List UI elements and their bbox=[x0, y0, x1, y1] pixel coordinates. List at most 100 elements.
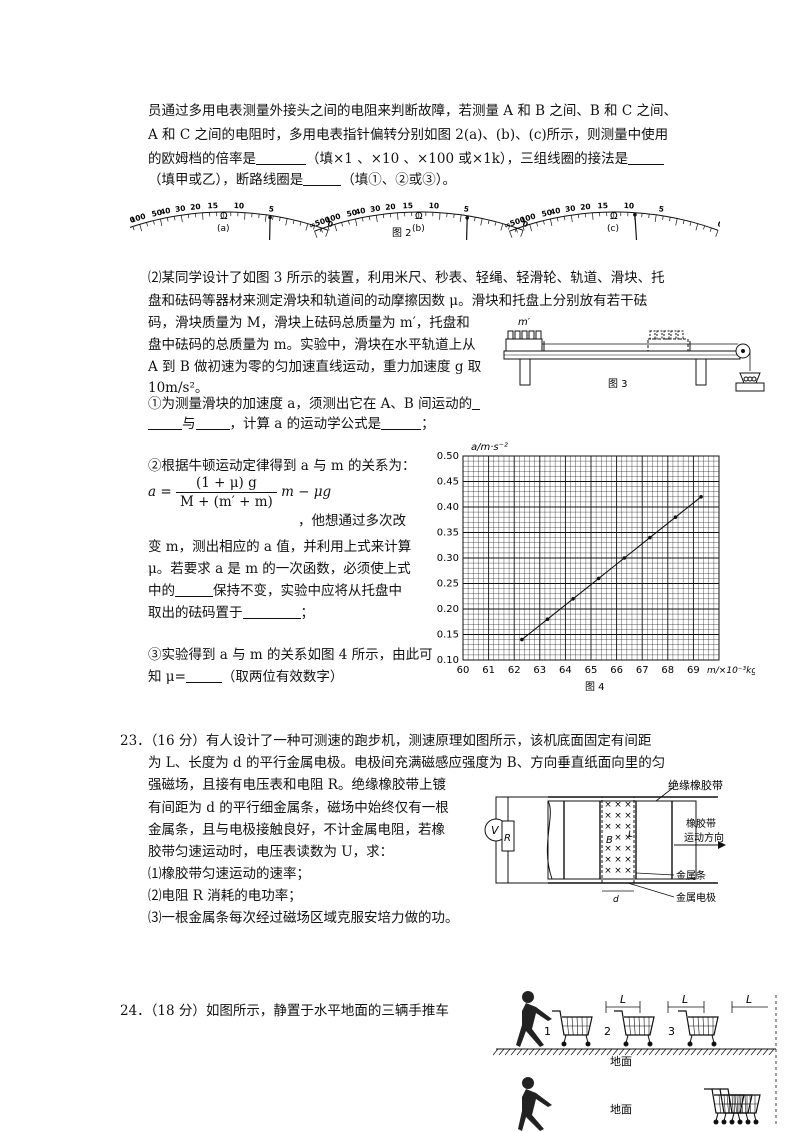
answer-blank bbox=[472, 395, 481, 410]
part2-q3-line-2: 知 μ= （取两位有效数字） bbox=[148, 667, 343, 687]
x-tick-label: 67 bbox=[636, 665, 649, 676]
strip-label: 金属条 bbox=[676, 869, 706, 882]
dial-scale-label: 30 bbox=[370, 204, 382, 214]
answer-blank bbox=[628, 150, 665, 165]
answer-blank bbox=[148, 415, 182, 430]
dial-label: (b) bbox=[412, 224, 425, 234]
spacing-L-label: L bbox=[628, 830, 633, 840]
part2-q2-line-5: 中的保持不变，实验中应将从托盘中 bbox=[148, 581, 402, 601]
carts-row-1 bbox=[552, 1010, 719, 1047]
field-cross: × bbox=[614, 822, 622, 832]
L-label-1: L bbox=[620, 993, 626, 1006]
dial-tick bbox=[500, 223, 504, 231]
y-tick-label: 0.25 bbox=[437, 579, 459, 590]
track-leg-left bbox=[519, 358, 531, 386]
dial-scale-label: ∞ bbox=[503, 220, 512, 231]
figure-3-apparatus: m′ 图 3 bbox=[503, 317, 765, 392]
y-tick-label: 0.10 bbox=[437, 655, 459, 666]
dial-tick bbox=[669, 217, 671, 222]
part2-q1-line-2: 与，计算 a 的运动学公式是； bbox=[148, 414, 435, 434]
dial-scale-label: 100 bbox=[519, 212, 537, 225]
dial-label: (c) bbox=[607, 224, 619, 234]
dial-scale-label: 20 bbox=[190, 202, 201, 212]
belt-label: 绝缘橡胶带 bbox=[668, 778, 723, 792]
field-cross: × bbox=[624, 833, 632, 843]
y-tick-label: 0.50 bbox=[437, 451, 459, 462]
answer-blank bbox=[185, 668, 222, 683]
dial-tick bbox=[515, 228, 518, 233]
data-point bbox=[648, 535, 652, 540]
dial-tick bbox=[258, 213, 260, 218]
formula-fraction: (1 + μ) g M + (m′ + m) bbox=[175, 474, 277, 511]
dial-scale-label: 100 bbox=[324, 212, 342, 225]
fig2-caption: 图 2 bbox=[392, 227, 412, 239]
dial-tick bbox=[180, 215, 183, 223]
q24-line-1: 24．（18 分）如图所示，静置于水平地面的三辆手推车 bbox=[120, 1003, 449, 1019]
dial-scale-label: 15 bbox=[207, 201, 218, 210]
q23-line-3: 强磁场，且接有电压表和电阻 R。绝缘橡胶带上镀 bbox=[148, 777, 446, 793]
dial-tick bbox=[325, 230, 329, 237]
track-leg-right bbox=[695, 358, 707, 386]
dial-tick bbox=[139, 224, 143, 232]
shopping-cart-icon bbox=[678, 1010, 719, 1047]
dial-scale-label: 40 bbox=[159, 206, 171, 217]
dial-scale-label: 10 bbox=[623, 201, 634, 210]
dial-tick bbox=[132, 226, 135, 231]
dial-tick bbox=[529, 224, 533, 232]
dial-tick bbox=[305, 223, 309, 231]
q3-text-c: （取两位有效数字） bbox=[221, 669, 344, 685]
x-tick-label: 69 bbox=[687, 665, 700, 676]
motion-label-2: 运动方向 bbox=[684, 831, 724, 844]
dial-tick bbox=[375, 215, 378, 223]
data-line bbox=[521, 496, 702, 641]
field-cross: × bbox=[614, 866, 622, 876]
dial-tick bbox=[662, 215, 664, 220]
q1-text-c: ，计算 a 的运动学公式是 bbox=[229, 416, 382, 432]
dial-tick bbox=[570, 215, 573, 223]
dial-tick bbox=[715, 230, 719, 237]
dial-scale-label: 30 bbox=[175, 204, 187, 214]
data-point bbox=[520, 637, 524, 642]
part2-q2-line-6: 取出的砝码置于； bbox=[148, 603, 314, 623]
part2-line-4: 盘中砝码的总质量为 m。实验中，滑块在水平轨道上从 bbox=[148, 337, 476, 353]
cart-number-3: 3 bbox=[668, 1025, 675, 1038]
shopping-cart-icon bbox=[614, 1010, 655, 1047]
x-tick-label: 62 bbox=[508, 665, 521, 676]
dial-tick bbox=[508, 225, 510, 230]
q3-text-b: 知 μ= bbox=[148, 669, 186, 685]
dial-scale-label: ∞ bbox=[308, 220, 317, 231]
dial-tick bbox=[536, 222, 538, 227]
dial-tick bbox=[382, 214, 385, 219]
resistor-label: R bbox=[504, 833, 511, 844]
field-cross: × bbox=[624, 811, 632, 821]
dial-tick bbox=[556, 217, 559, 222]
dial-tick bbox=[592, 212, 594, 220]
electrode-label: 金属电极 bbox=[676, 891, 716, 904]
y-tick-label: 0.35 bbox=[437, 528, 459, 539]
q2-text-e: 中的 bbox=[148, 583, 175, 599]
dial-tick bbox=[292, 220, 295, 225]
dial-tick bbox=[173, 216, 176, 221]
dial-scale-label: 5 bbox=[268, 204, 275, 214]
cart-number-1: 1 bbox=[544, 1025, 551, 1038]
dial-scale-label: 50 bbox=[346, 208, 358, 219]
dial-tick bbox=[272, 215, 274, 220]
q22-line-3a: 的欧姆档的倍率是 bbox=[148, 151, 256, 167]
y-tick-label: 0.40 bbox=[437, 502, 459, 513]
dial-tick bbox=[522, 226, 525, 231]
part2-q1-line-1: ①为测量滑块的加速度 a，须测出它在 A、B 间运动的 bbox=[148, 394, 481, 414]
dial-scale-label: 40 bbox=[549, 206, 561, 217]
field-cross: × bbox=[604, 866, 612, 876]
dial-scale-label: 500 bbox=[130, 215, 136, 229]
dial-tick bbox=[695, 223, 699, 231]
dial-tick bbox=[494, 221, 497, 226]
q1-text-a: ①为测量滑块的加速度 a，须测出它在 A、B 间运动的 bbox=[148, 396, 473, 412]
dial-scale-label: 50 bbox=[151, 208, 163, 219]
q23-line-1: 23．（16 分）有人设计了一种可测速的跑步机，测速原理如图所示，该机底面固定有… bbox=[120, 733, 652, 749]
dial-scale-label: 50 bbox=[541, 208, 553, 219]
dial-tick bbox=[577, 214, 580, 219]
y-tick-label: 0.30 bbox=[437, 553, 459, 564]
x-tick-label: 61 bbox=[482, 665, 495, 676]
data-point bbox=[596, 576, 601, 581]
